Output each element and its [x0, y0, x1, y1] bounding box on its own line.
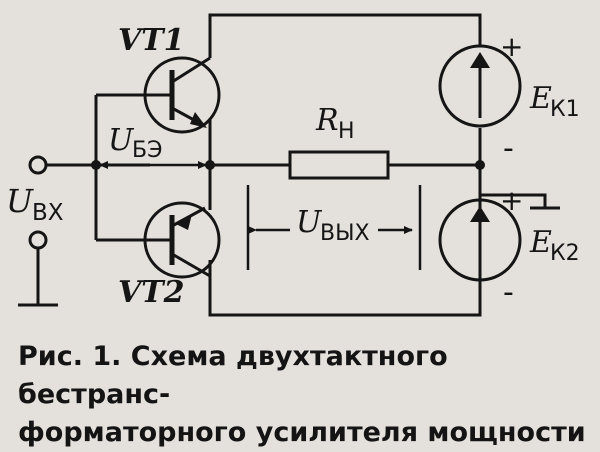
- ube-label-sub: БЭ: [132, 138, 162, 163]
- junction-emitter-dot: [205, 160, 215, 170]
- wiring: [18, 13, 560, 317]
- minus-top-sign: -: [503, 131, 514, 166]
- junction-supply-dot: [475, 160, 485, 170]
- figure-caption: Рис. 1. Схема двухтактного бестранс- фор…: [18, 338, 588, 452]
- caption-line-2: форматорного усилителя мощности: [18, 417, 586, 448]
- uvx-label-main: U: [6, 182, 34, 220]
- plus-bottom-sign: +: [500, 184, 523, 217]
- circuit-figure: VT1 VT2 R Н U БЭ U ВХ U ВЫХ E К1 E К2 + …: [6, 13, 586, 448]
- ek2-label-main: E: [529, 225, 552, 260]
- minus-bottom-sign: -: [503, 275, 514, 310]
- vt2-label: VT2: [118, 275, 184, 310]
- junction-dots: [91, 160, 485, 170]
- caption-line-1: Рис. 1. Схема двухтактного бестранс-: [18, 341, 448, 410]
- junction-input-dot: [91, 160, 101, 170]
- bottom-rail-wire: [208, 260, 482, 317]
- supply-ek2: [438, 198, 522, 282]
- plus-top-sign: +: [500, 30, 523, 63]
- circuit-diagram: VT1 VT2 R Н U БЭ U ВХ U ВЫХ E К1 E К2 + …: [6, 13, 580, 317]
- ek2-label-sub: К2: [550, 241, 580, 266]
- mid-ground-wire: [480, 193, 547, 208]
- rn-label-sub: Н: [338, 119, 355, 144]
- input-terminal-bottom: [28, 230, 48, 250]
- load-resistor: [288, 150, 390, 180]
- uvyx-label-main: U: [296, 205, 323, 240]
- supply-ek1: [438, 44, 522, 128]
- uvx-label-sub: ВХ: [32, 200, 64, 226]
- ek1-label-main: E: [529, 81, 552, 116]
- transistor-vt2: [143, 201, 221, 279]
- uvyx-label-sub: ВЫХ: [320, 221, 370, 246]
- top-rail-wire: [208, 13, 482, 45]
- rn-label-main: R: [315, 103, 339, 138]
- ube-label-main: U: [108, 123, 135, 158]
- vt1-label: VT1: [118, 23, 184, 58]
- input-terminal-top: [28, 155, 48, 175]
- ek1-label-sub: К1: [550, 97, 580, 122]
- transistor-vt1: [143, 40, 221, 134]
- uvyx-arrow: [246, 185, 422, 270]
